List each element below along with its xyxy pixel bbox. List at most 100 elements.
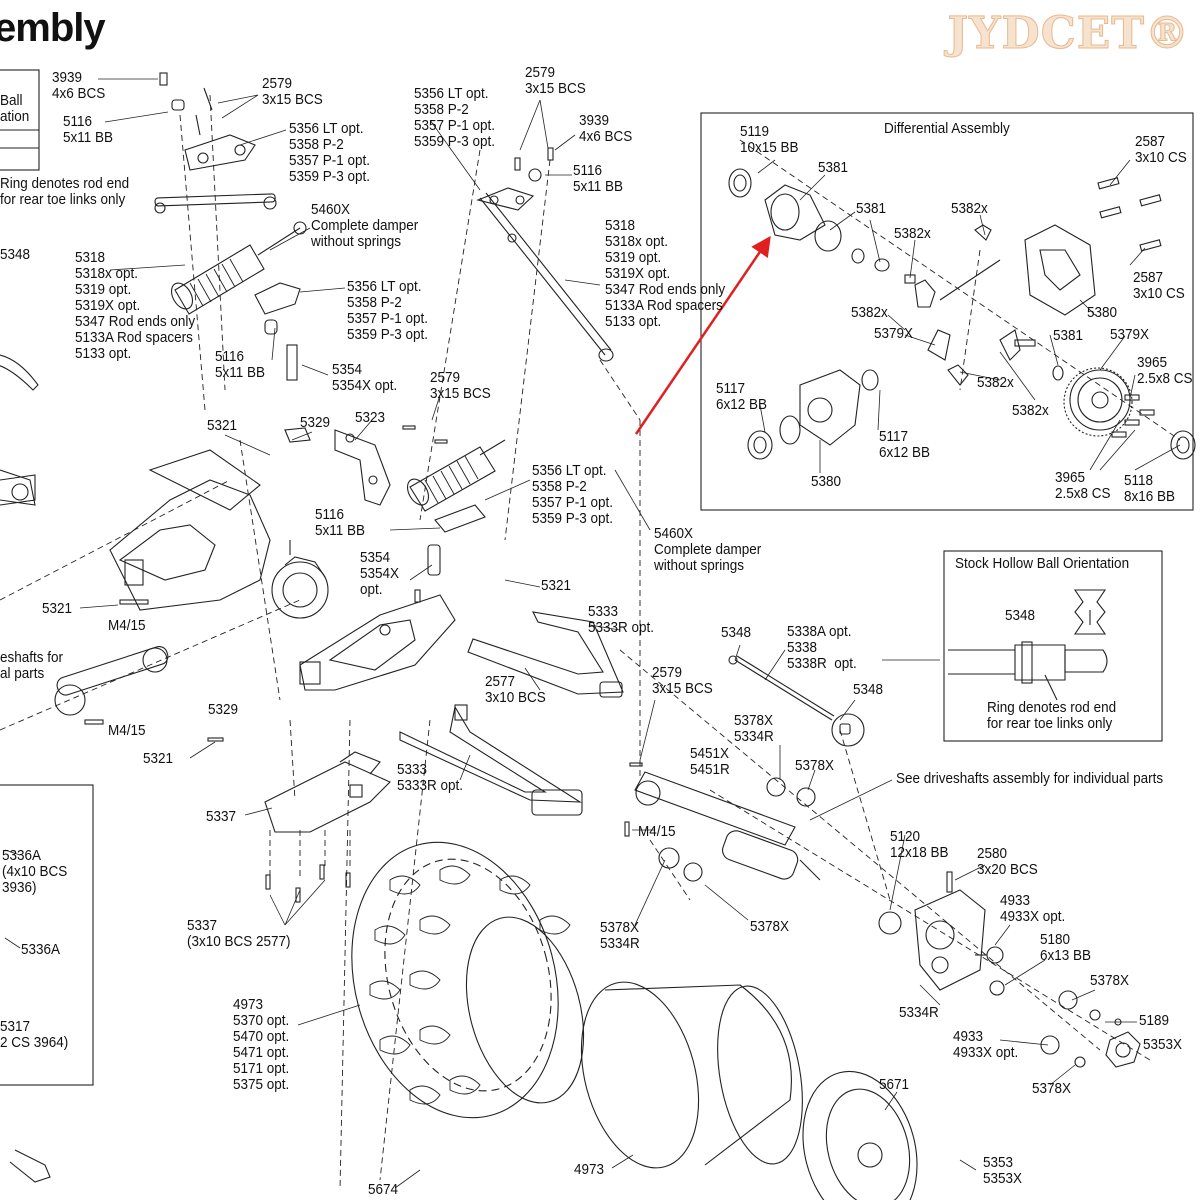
label-5353-bottom: 5353 5353X (983, 1154, 1023, 1187)
differential-box-frame (700, 112, 1194, 511)
diff-label-5380-left: 5380 (811, 473, 842, 490)
label-driveshafts-note-left: eshafts for al parts (0, 649, 64, 682)
label-5321-left: 5321 (42, 600, 73, 617)
hollow-ball-box-title: Stock Hollow Ball Orientation (955, 555, 1130, 572)
label-5336a-upper: 5336A (4x10 BCS 3936) (2, 847, 68, 896)
label-5356-lower: 5356 LT opt. 5358 P-2 5357 P-1 opt. 5359… (532, 462, 614, 527)
label-3939-upper-right: 3939 4x6 BCS (579, 112, 633, 145)
diff-label-5379x-left: 5379X (874, 325, 914, 342)
label-5334r: 5334R (899, 1004, 939, 1021)
diff-label-2587-bottom: 2587 3x10 CS (1133, 269, 1185, 302)
label-5318-right: 5318 5318x opt. 5319 opt. 5319X opt. 534… (605, 217, 726, 330)
label-ring-note-left: Ring denotes rod end for rear toe links … (0, 175, 130, 208)
left-driveshafts (0, 474, 169, 725)
lower-a-arm (399, 704, 583, 816)
right-driveshaft (634, 771, 821, 882)
label-5329-lower: 5329 (208, 701, 239, 718)
label-5348-mid: 5348 (721, 624, 752, 641)
left-cut-box-frame (0, 69, 40, 171)
label-5674: 5674 (368, 1181, 399, 1198)
construction-lines (0, 94, 1181, 1191)
label-5116-mid: 5116 5x11 BB (215, 348, 266, 381)
differential-housing-left (271, 540, 329, 619)
label-5321-top: 5321 (207, 417, 238, 434)
hollow-ball-part-number: 5348 (1005, 607, 1036, 624)
label-5333-upper: 5333 5333R opt. (588, 603, 655, 636)
diff-label-3965-bottom: 3965 2.5x8 CS (1055, 469, 1111, 502)
diff-label-2587-top: 2587 3x10 CS (1135, 133, 1187, 166)
label-5348-right: 5348 (853, 681, 884, 698)
small-screws (207, 425, 643, 903)
label-5356-top: 5356 LT opt. 5358 P-2 5357 P-1 opt. 5359… (289, 120, 371, 185)
left-lower-box-frame (0, 784, 94, 1086)
label-5329-top: 5329 (300, 414, 331, 431)
label-m415-upper: M4/15 (108, 617, 146, 634)
bulkhead-and-chassis (109, 427, 391, 611)
differential-box-title: Differential Assembly (884, 120, 1010, 137)
diff-label-3965-top: 3965 2.5x8 CS (1137, 354, 1193, 387)
label-5338: 5338A opt. 5338 5338R opt. (787, 623, 857, 672)
label-5348-left: 5348 (0, 246, 31, 263)
diff-label-5382x-lower1: 5382x (977, 374, 1014, 391)
label-5116-top: 5116 5x11 BB (63, 113, 114, 146)
differential-parts (728, 168, 1196, 460)
label-2580: 2580 3x20 BCS (977, 845, 1038, 878)
hollow-ball-ring-note: Ring denotes rod end for rear toe links … (987, 699, 1117, 732)
label-5353x-right: 5353X (1143, 1036, 1183, 1053)
label-2577: 2577 3x10 BCS (485, 673, 546, 706)
label-5333-lower: 5333 5333R opt. (397, 761, 464, 794)
diff-label-5382x-left: 5382x (851, 304, 888, 321)
red-pointer-arrow (634, 235, 771, 435)
label-4933-upper: 4933 4933X opt. (1000, 892, 1066, 925)
label-m415-right: M4/15 (638, 823, 676, 840)
label-5321-lower: 5321 (143, 750, 174, 767)
label-5337-upper: 5337 (206, 808, 237, 825)
top-left-links (154, 72, 277, 214)
label-2579-top: 2579 3x15 BCS (262, 75, 323, 108)
diff-label-5379x-right: 5379X (1110, 326, 1150, 343)
label-5354-top: 5354 5354X opt. (332, 361, 398, 394)
diff-label-5382x-top: 5382x (951, 200, 988, 217)
label-5180: 5180 6x13 BB (1040, 931, 1092, 964)
label-5321-right: 5321 (541, 577, 572, 594)
leader-lines (4, 78, 1181, 1189)
diff-label-5381-right: 5381 (1053, 327, 1084, 344)
label-5318-left: 5318 5318x opt. 5319 opt. 5319X opt. 534… (75, 249, 196, 362)
diff-label-5381-top: 5381 (818, 159, 849, 176)
wheel (802, 1070, 918, 1200)
label-5451: 5451X 5451R (690, 745, 730, 778)
label-5378x-upper: 5378X (795, 757, 835, 774)
label-5460x-top: 5460X Complete damper without springs (311, 201, 419, 250)
label-5317: 5317 2 CS 3964) (0, 1018, 69, 1051)
label-5671: 5671 (879, 1076, 910, 1093)
label-m415-lower: M4/15 (108, 722, 146, 739)
label-see-driveshafts-note: See driveshafts assembly for individual … (896, 770, 1164, 787)
lower-damper (406, 439, 506, 576)
label-5378x-5334r-lower: 5378X 5334R (600, 919, 640, 952)
diff-label-5382x-mid: 5382x (894, 225, 931, 242)
label-5354-lower: 5354 5354X opt. (360, 549, 400, 598)
label-5356-upper-right: 5356 LT opt. 5358 P-2 5357 P-1 opt. 5359… (414, 85, 496, 150)
label-3939-top: 3939 4x6 BCS (52, 69, 106, 102)
label-5378x-lower: 5378X (750, 918, 790, 935)
label-5116-upper-right: 5116 5x11 BB (573, 162, 624, 195)
diff-label-5382x-lower2: 5382x (1012, 402, 1049, 419)
page-title: embly (0, 6, 106, 50)
label-4973-list: 4973 5370 opt. 5470 opt. 5471 opt. 5171 … (233, 996, 290, 1093)
hollow-ball-box-frame (943, 550, 1163, 742)
rear-bulkhead (299, 594, 456, 691)
label-2579-lower: 2579 3x15 BCS (652, 664, 713, 697)
upper-a-arm (467, 611, 624, 698)
label-5116-lower: 5116 5x11 BB (315, 506, 366, 539)
foam-insert (580, 981, 803, 1169)
hollow-ball-drawing (948, 589, 1108, 701)
label-5356-mid: 5356 LT opt. 5358 P-2 5357 P-1 opt. 5359… (347, 278, 429, 343)
label-2579-upper-right: 2579 3x15 BCS (525, 64, 586, 97)
upper-damper (170, 221, 307, 381)
label-5120: 5120 12x18 BB (890, 828, 949, 861)
label-4973-bottom: 4973 (574, 1161, 605, 1178)
tire (351, 841, 585, 1119)
label-5323: 5323 (355, 409, 386, 426)
